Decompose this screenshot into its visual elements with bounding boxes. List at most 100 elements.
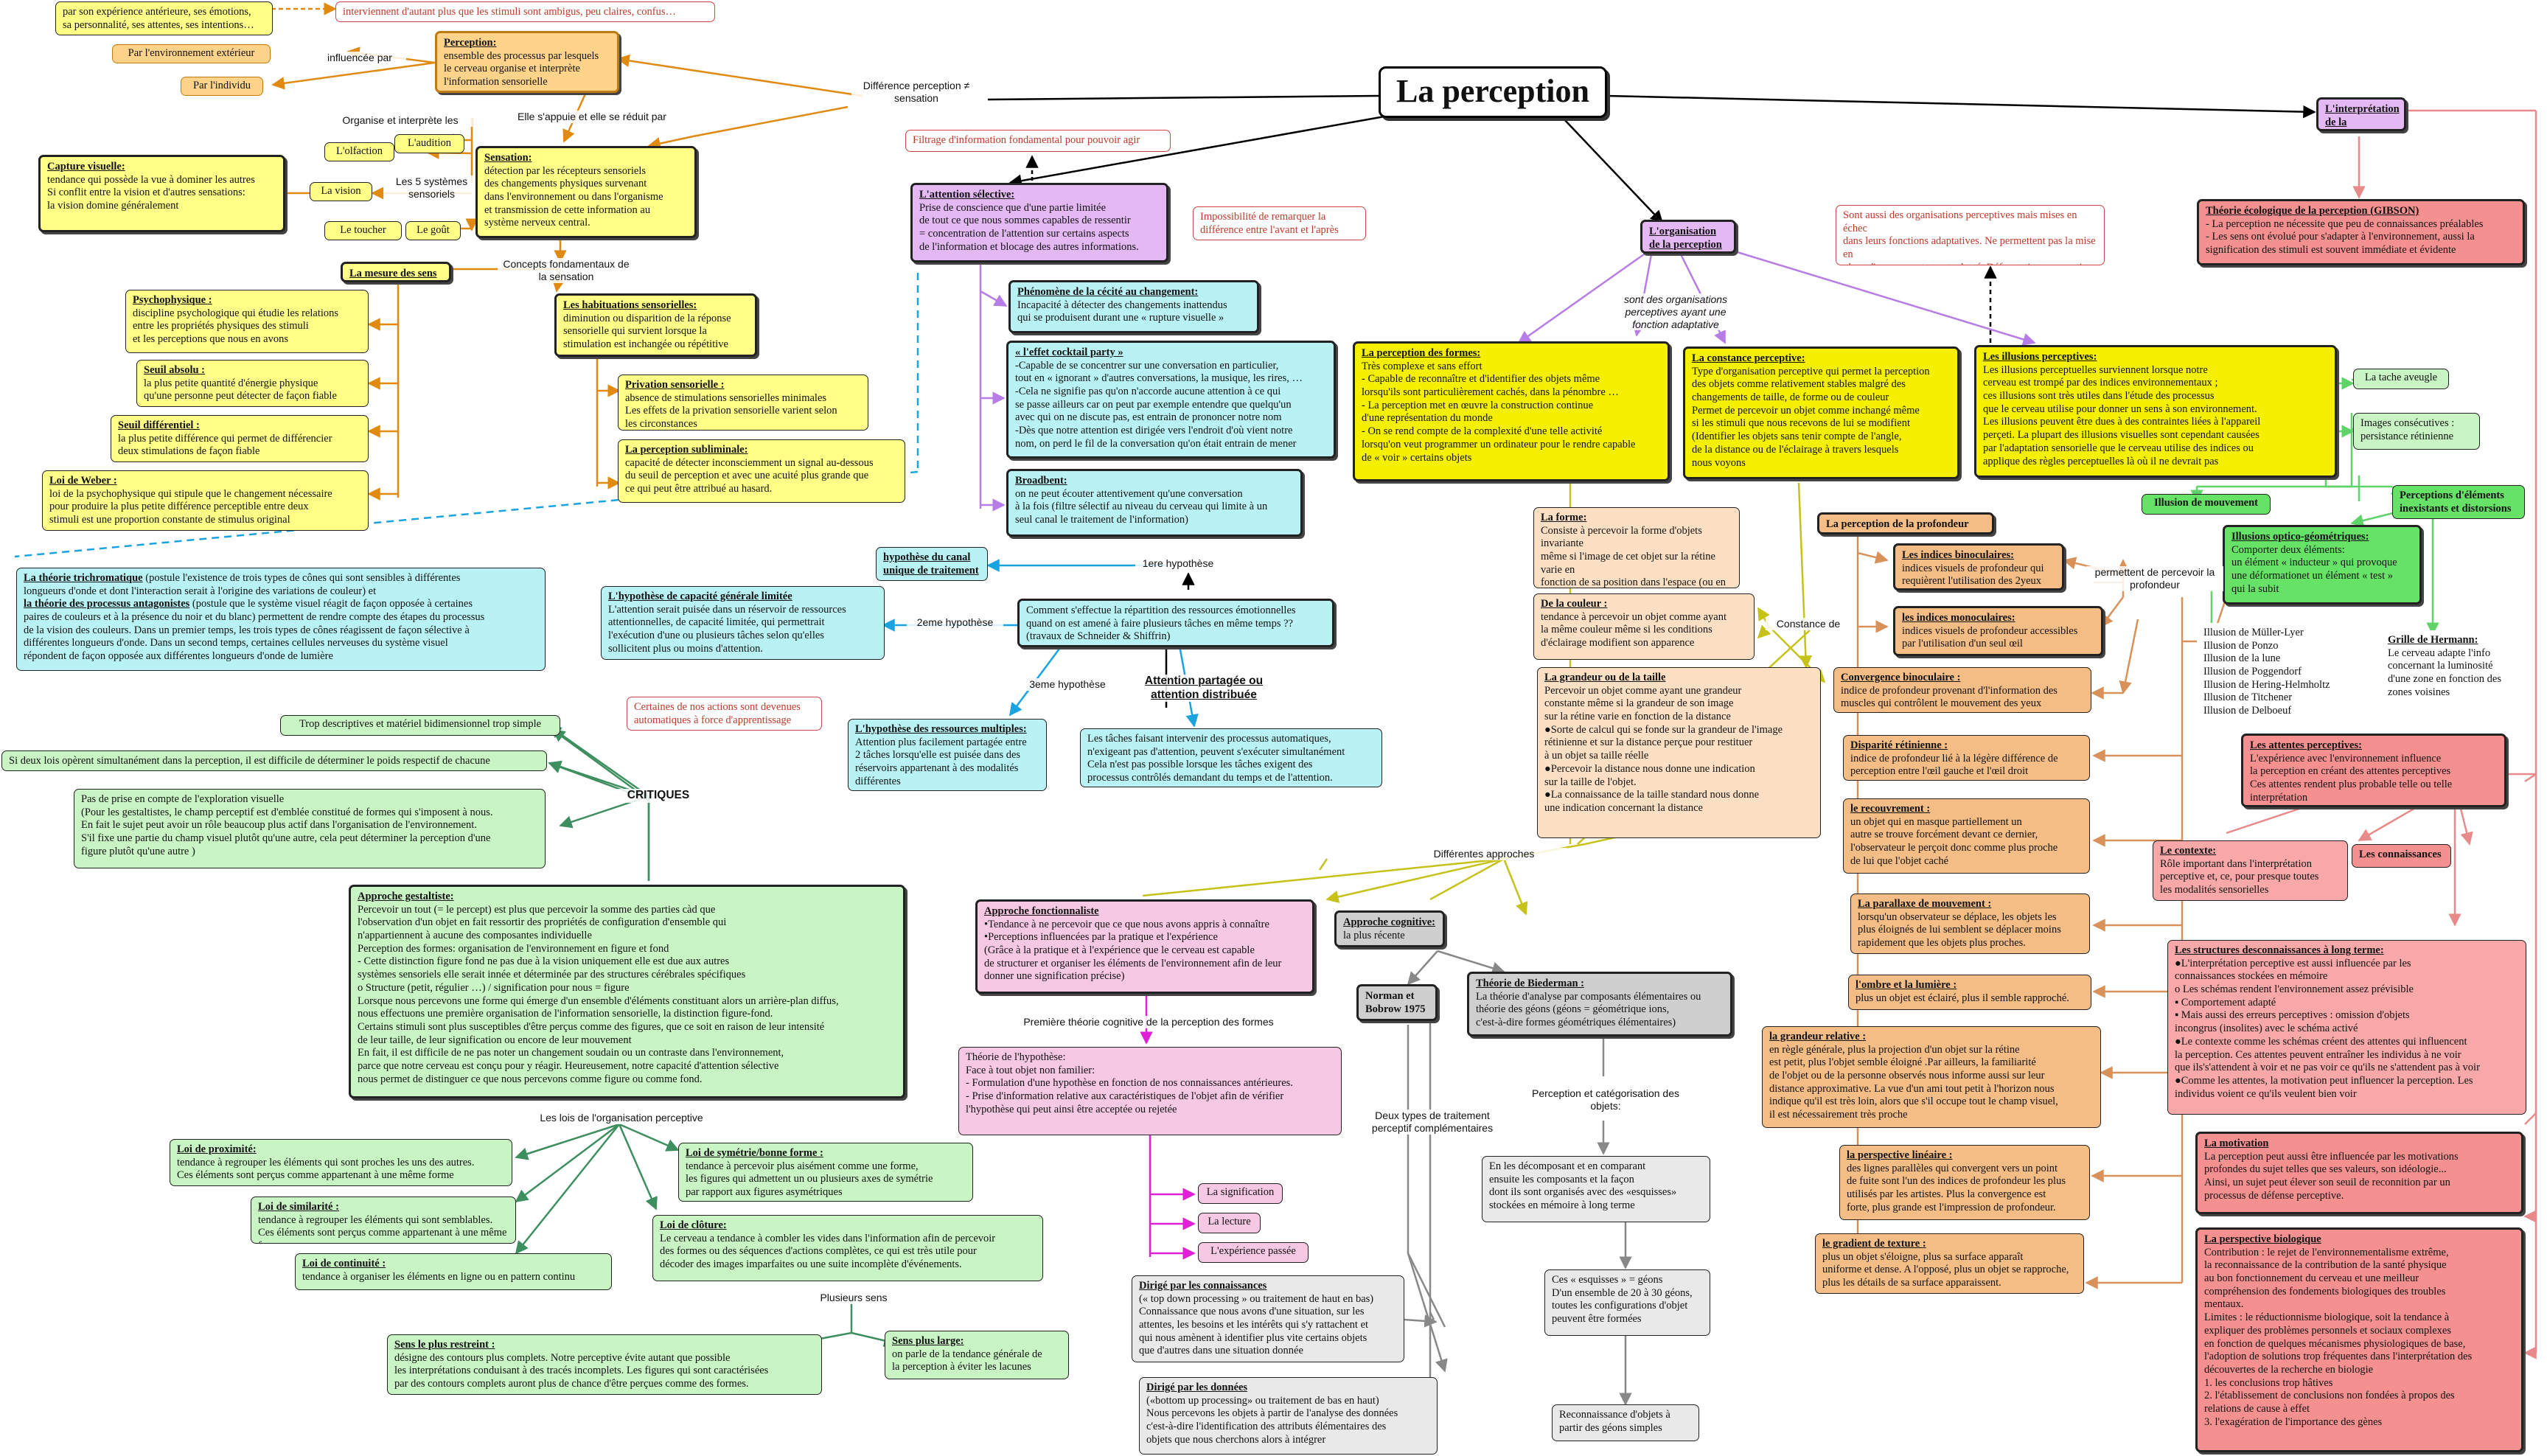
filtrage-note: Filtrage d'information fondamental pour …: [905, 130, 1171, 152]
theorie-hypothese: Théorie de l'hypothèse: Face à tout obje…: [958, 1047, 1342, 1135]
disparite-retinienne: Disparité rétinienne :indice de profonde…: [1843, 735, 2090, 781]
gradient-texture: le gradient de texture :plus un objet s'…: [1815, 1233, 2084, 1294]
experience-note: par son expérience antérieure, ses émoti…: [55, 1, 273, 35]
actions-automatiques-note: Certaines de nos actions sont devenues a…: [627, 697, 822, 731]
illusions-list: Illusion de Müller-Lyer Illusion de Ponz…: [2197, 623, 2355, 726]
seuil-absolu: Seuil absolu :la plus petite quantité d'…: [136, 360, 369, 407]
psychophysique: Psychophysique :discipline psychologique…: [125, 290, 369, 353]
audition-node: L'audition: [394, 134, 464, 153]
decomposant-note: En les décomposant et en comparant ensui…: [1482, 1156, 1710, 1222]
dirige-connaissances: Dirigé par les connaissances(« top down …: [1132, 1275, 1404, 1362]
critique-exploration: Pas de prise en compte de l'exploration …: [74, 789, 546, 868]
privation-sensorielle: Privation sensorielle :absence de stimul…: [618, 375, 868, 431]
illusion-item: Illusion de Müller-Lyer: [2203, 627, 2304, 638]
critiques-label: CRITIQUES: [612, 789, 705, 803]
individu-node: Par l'individu: [181, 77, 263, 96]
constance-couleur: De la couleur :tendance à percevoir un o…: [1533, 593, 1755, 660]
structures-connaissances: Les structures desconnaissances à long t…: [2167, 940, 2526, 1115]
deux-types-label: Deux types de traitement perceptif compl…: [1356, 1110, 1508, 1135]
perceptions-elements: Perceptions d'éléments inexistants et di…: [2392, 485, 2525, 519]
illusion-item: Illusion de Hering-Helmholtz: [2203, 678, 2330, 691]
taches-automatiques: Les tâches faisant intervenir des proces…: [1080, 728, 1382, 787]
env-exterieur-node: Par l'environnement extérieur: [112, 44, 271, 63]
sens-large: Sens plus large:on parle de la tendance …: [885, 1331, 1069, 1379]
attention-partagee-label: Attention partagée ou attention distribu…: [1128, 675, 1280, 703]
illusions-perceptives: Les illusions perceptives:Les illusions …: [1974, 345, 2337, 478]
loi-symetrie: Loi de symétrie/bonne forme :tendance à …: [678, 1143, 973, 1202]
dirige-donnees: Dirigé par les données(«bottom up proces…: [1139, 1377, 1438, 1455]
theorie-trichromatique: La théorie trichromatique (postule l'exi…: [16, 568, 546, 671]
signification-node: La signification: [1198, 1183, 1283, 1204]
illusion-item: Illusion de Ponzo: [2203, 639, 2279, 652]
critique-descriptives: Trop descriptives et matériel bidimensio…: [280, 715, 560, 736]
sens-restreint: Sens le plus restreint :désigne des cont…: [387, 1334, 822, 1395]
cinq-systemes-label: Les 5 systèmes sensoriels: [383, 175, 480, 201]
loi-cloture: Loi de clôture:Le cerveau a tendance à c…: [652, 1215, 1043, 1281]
toucher-node: Le toucher: [324, 221, 402, 240]
olfaction-node: L'olfaction: [324, 142, 394, 161]
sensation-definition: Sensation:détection par les récepteurs s…: [475, 146, 697, 238]
reconnaissance-note: Reconnaissance d'objets à partir des géo…: [1552, 1404, 1699, 1441]
ambigus-note: interviennent d'autant plus que les stim…: [335, 1, 715, 22]
map-title: La perception: [1379, 66, 1607, 118]
lois-organisation-label: Les lois de l'organisation perceptive: [520, 1112, 723, 1124]
esquisses-note: Ces « esquisses » = géons D'un ensemble …: [1544, 1269, 1710, 1336]
images-consecutives: Images consécutives : persistance rétini…: [2353, 413, 2480, 450]
loi-proximite: Loi de proximité:tendance à regrouper le…: [170, 1139, 512, 1186]
tache-aveugle: La tache aveugle: [2353, 369, 2449, 389]
convergence-binoculaire: Convergence binoculaire :indice de profo…: [1833, 667, 2091, 713]
capture-visuelle: Capture visuelle:tendance qui possède la…: [38, 155, 285, 232]
plusieurs-sens-label: Plusieurs sens: [807, 1292, 900, 1304]
approche-cognitive: Approche cognitive:la plus récente: [1334, 910, 1445, 947]
ombre-lumiere: l'ombre et la lumière :plus un objet est…: [1848, 975, 2091, 1010]
differentes-approches-label: Différentes approches: [1401, 848, 1567, 860]
seuil-differentiel: Seuil différentiel :la plus petite diffé…: [111, 415, 369, 462]
constance-perceptive: La constance perceptive:Type d'organisat…: [1683, 346, 1959, 479]
norman-bobrow: Norman et Bobrow 1975: [1356, 984, 1438, 1021]
loi-similarite: Loi de similarité :tendance à regrouper …: [251, 1197, 516, 1244]
perception-formes: La perception des formes:Très complexe e…: [1353, 341, 1670, 481]
premiere-theorie-label: Première théorie cognitive de la percept…: [995, 1016, 1302, 1028]
perspective-lineaire: la perspective linéaire :des lignes para…: [1839, 1145, 2090, 1220]
indices-monoculaires: les indices monoculaires:indices visuels…: [1893, 606, 2103, 656]
theorie-biederman: Théorie de Biederman :La théorie d'analy…: [1467, 972, 1732, 1037]
concepts-label: Concepts fondamentaux de la sensation: [498, 258, 635, 283]
perception-definition: Perception:ensemble des processus par le…: [435, 31, 619, 93]
perception-categorisation-label: Perception et catégorisation des objets:: [1515, 1087, 1696, 1112]
effet-cocktail-party: « l'effet cocktail party »-Capable de se…: [1006, 341, 1336, 459]
hypothese-canal-unique: hypothèse du canal unique de traitement: [876, 547, 988, 581]
gout-node: Le goût: [405, 221, 461, 240]
attentes-perceptives: Les attentes perceptives:L'expérience av…: [2241, 734, 2506, 807]
deuxieme-hypothese-label: 2eme hypothèse: [907, 616, 1003, 629]
illusion-item: Illusion de Delboeuf: [2203, 705, 2292, 717]
illusion-mouvement: Illusion de mouvement: [2142, 494, 2271, 515]
mesure-sens: La mesure des sens: [341, 262, 451, 282]
organisation-perception: L'organisation de la perception: [1640, 220, 1736, 254]
approche-fonctionnaliste: Approche fonctionnaliste•Tendance à ne p…: [975, 899, 1314, 994]
illusion-item: Illusion de la lune: [2203, 652, 2281, 665]
cecite-changement: Phénomène de la cécité au changement:Inc…: [1008, 280, 1259, 333]
constance-forme: La forme:Consiste à percevoir la forme d…: [1533, 507, 1740, 588]
comment-question: Comment s'effectue la répartition des re…: [1017, 599, 1334, 647]
capacite-generale-limitee: L'hypothèse de capacité générale limitée…: [601, 586, 885, 660]
indices-binoculaires: Les indices binoculaires:indices visuels…: [1893, 543, 2064, 591]
parallaxe-mouvement: La parallaxe de mouvement :lorsqu'un obs…: [1850, 894, 2090, 954]
perception-profondeur: La perception de la profondeur: [1817, 512, 1994, 534]
illusions-optico-geometriques: Illusions optico-géométriques:Comporter …: [2223, 525, 2422, 605]
organise-label: Organise et interprète les: [328, 114, 473, 127]
aussi-organisations-note: Sont aussi des organisations perceptives…: [1836, 205, 2105, 265]
appuie-label: Elle s'appuie et elle se réduit par: [501, 111, 683, 123]
perception-subliminale: La perception subliminale:capacité de dé…: [618, 439, 905, 503]
ressources-multiples: L'hypothèse des ressources multiples:Att…: [848, 719, 1047, 791]
illusion-item: Illusion de Titchener: [2203, 692, 2293, 704]
attention-selective: L'attention sélective:Prise de conscienc…: [910, 183, 1168, 262]
approche-gestaltiste: Approche gestaltiste:Percevoir un tout (…: [349, 885, 905, 1098]
troisieme-hypothese-label: 3eme hypothèse: [1017, 678, 1118, 691]
interpretation-perception: L'interprétation de la perception: [2316, 97, 2406, 131]
loi-weber: Loi de Weber :loi de la psychophysique q…: [42, 470, 369, 531]
permettent-label: permettent de percevoir la profondeur: [2086, 566, 2223, 591]
grandeur-relative: la grandeur relative :en règle générale,…: [1762, 1026, 2101, 1128]
recouvrement: le recouvrement :un objet qui en masque …: [1843, 798, 2090, 874]
